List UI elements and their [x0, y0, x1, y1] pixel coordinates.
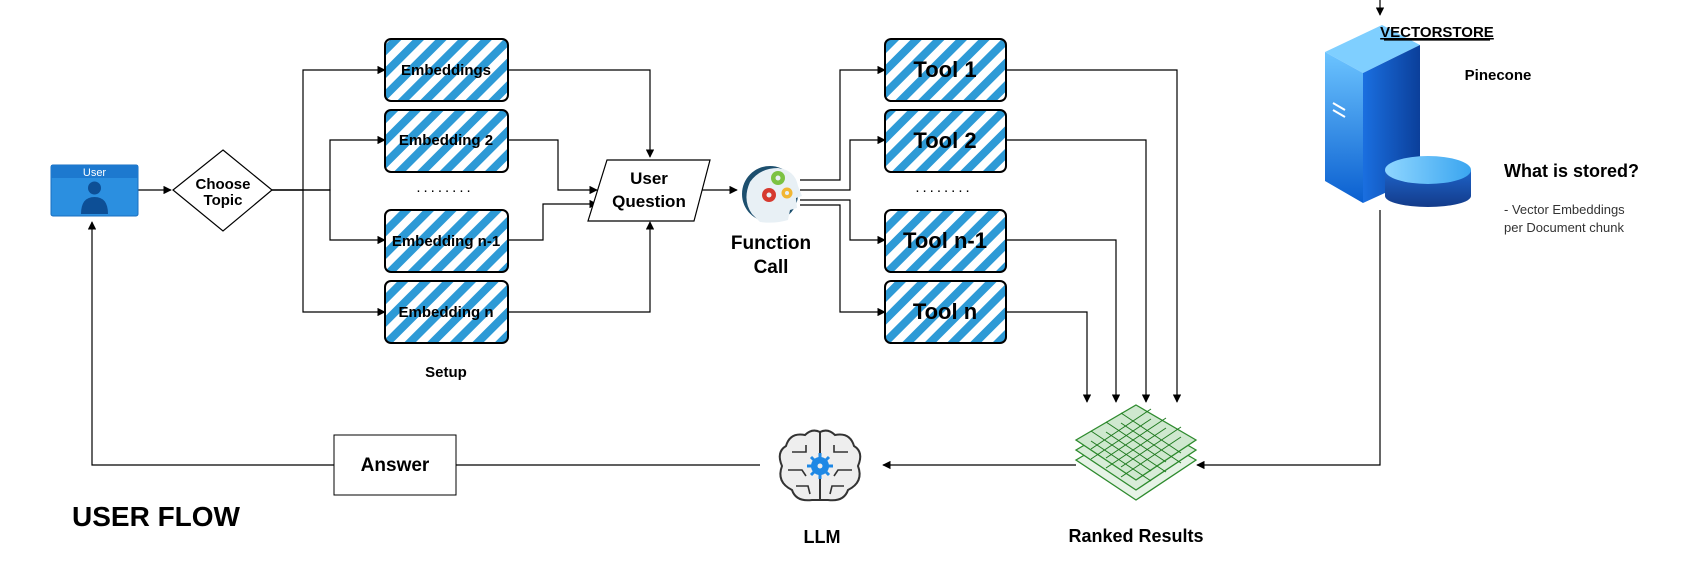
- user-label: User: [83, 167, 107, 179]
- edge-tool-n-1-to-ranked: [1006, 239, 1121, 403]
- user-node: User: [50, 164, 139, 217]
- llm-label: LLM: [804, 527, 841, 547]
- vectorstore-provider: Pinecone: [1465, 67, 1532, 84]
- answer-node: Answer: [333, 434, 457, 496]
- ranked-results-label: Ranked Results: [1068, 526, 1203, 546]
- stacked-layers-icon: [1074, 404, 1198, 501]
- user-avatar-icon: [81, 181, 108, 214]
- user-question-line-1: User: [630, 169, 668, 188]
- embedding-label: Embedding n: [399, 304, 494, 321]
- embeddings-group: Embeddings Embedding 2 ........ Embeddin…: [384, 38, 509, 381]
- edge-topic-to-embedding-n-1: [272, 189, 386, 245]
- embedding-label: Embedding n-1: [392, 233, 500, 250]
- function-call-line-1: Function: [731, 233, 811, 254]
- tool-label: Tool 1: [913, 57, 976, 82]
- tool-label: Tool 2: [913, 128, 976, 153]
- embedding-box: Embeddings: [384, 38, 509, 102]
- connectors: [87, 0, 1385, 470]
- server-database-icon: [1325, 25, 1471, 207]
- tool-box: Tool 1: [884, 38, 1007, 102]
- user-flow-title: USER FLOW: [72, 501, 241, 532]
- llm-node: LLM: [778, 429, 862, 547]
- embedding-label: Embeddings: [401, 62, 491, 79]
- tool-label: Tool n: [913, 299, 977, 324]
- edge-function-to-tool-n-1: [800, 199, 886, 245]
- edge-function-to-tool-n: [800, 204, 886, 317]
- edge-function-to-tool-2: [800, 135, 886, 191]
- edge-tool-1-to-ranked: [1006, 69, 1182, 403]
- user-question-line-2: Question: [612, 192, 686, 211]
- function-call-node: Function Call: [731, 166, 811, 278]
- edge-tool-n-to-ranked: [1006, 311, 1092, 403]
- brain-chip-icon: [778, 429, 862, 502]
- edge-embedding-n-1-to-question: [508, 199, 598, 241]
- embedding-box: Embedding 2: [384, 109, 509, 173]
- head-gears-icon: [742, 166, 802, 223]
- tool-box: Tool n: [884, 280, 1007, 344]
- embeddings-ellipsis: ........: [416, 179, 473, 196]
- user-question-node: User Question: [587, 159, 711, 222]
- tool-label: Tool n-1: [903, 228, 987, 253]
- tool-box: Tool n-1: [884, 209, 1007, 273]
- edge-answer-to-user: [87, 221, 334, 466]
- embedding-box: Embedding n-1: [384, 209, 509, 273]
- tools-group: Tool 1 Tool 2 ........ Tool n-1 Tool n: [884, 38, 1007, 344]
- choose-topic-line-2: Topic: [204, 192, 243, 209]
- edge-vectorstore-to-ranked: [1196, 210, 1381, 470]
- setup-label: Setup: [425, 364, 467, 381]
- what-is-stored-detail-1: - Vector Embeddings: [1504, 202, 1625, 217]
- edge-embeddings-to-question: [508, 69, 655, 158]
- vectorstore-node: VECTORSTORE Pinecone What is stored? - V…: [1325, 24, 1639, 235]
- tools-ellipsis: ........: [915, 179, 972, 196]
- choose-topic-line-1: Choose: [195, 176, 250, 193]
- what-is-stored-heading: What is stored?: [1504, 161, 1639, 181]
- embedding-box: Embedding n: [384, 280, 509, 344]
- what-is-stored-detail-2: per Document chunk: [1504, 220, 1624, 235]
- edge-topic-to-embedding-n: [302, 190, 386, 317]
- vectorstore-title: VECTORSTORE: [1380, 24, 1494, 41]
- embedding-label: Embedding 2: [399, 132, 493, 149]
- tool-box: Tool 2: [884, 109, 1007, 173]
- edge-topic-to-embeddings: [272, 65, 386, 191]
- answer-label: Answer: [361, 455, 430, 476]
- function-call-line-2: Call: [754, 257, 789, 278]
- edge-tool-2-to-ranked: [1006, 139, 1151, 403]
- ranked-results-node: Ranked Results: [1068, 404, 1204, 546]
- edge-embedding-2-to-question: [508, 139, 598, 195]
- choose-topic-decision: Choose Topic: [172, 149, 273, 232]
- edge-topic-to-embedding-2: [272, 135, 386, 191]
- edge-function-to-tool-1: [800, 65, 886, 181]
- edge-embedding-n-to-question: [508, 221, 655, 313]
